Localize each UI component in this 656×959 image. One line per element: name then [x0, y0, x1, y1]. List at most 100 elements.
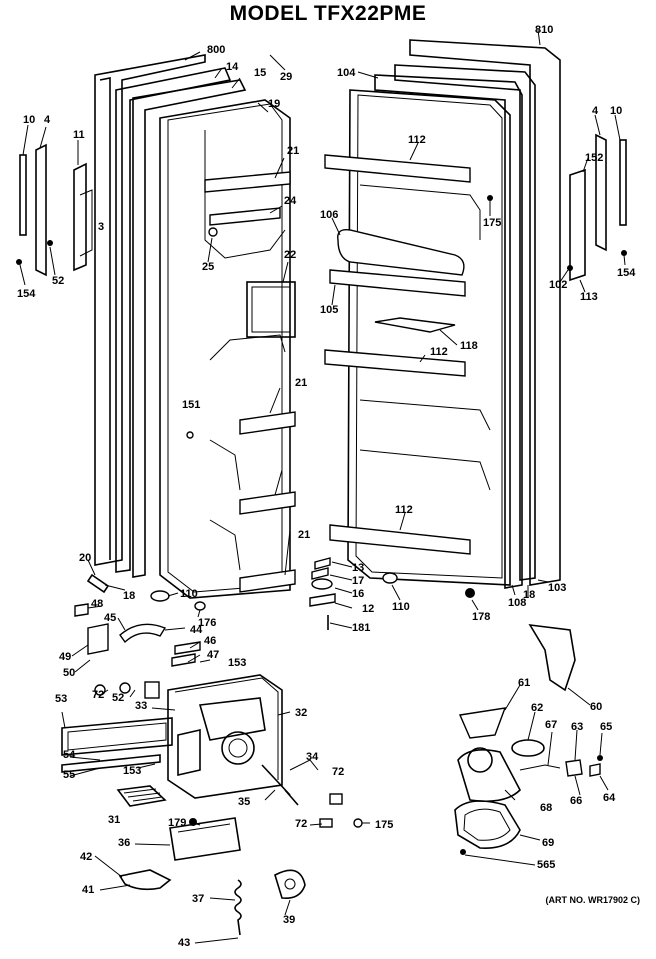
callout-46: 46 — [204, 635, 217, 647]
callout-29: 29 — [280, 71, 293, 83]
callout-15: 15 — [254, 67, 267, 79]
callout-68: 68 — [540, 802, 553, 814]
callout-103: 103 — [548, 582, 567, 594]
callout-3: 3 — [98, 221, 105, 233]
callout-37: 37 — [192, 893, 205, 905]
callout-112-bottom: 112 — [395, 504, 413, 516]
callout-21-mid: 21 — [295, 377, 308, 389]
callout-800: 800 — [207, 44, 226, 56]
fresh-food-door-liner — [324, 89, 511, 586]
misc-small-parts — [86, 557, 475, 630]
callout-61: 61 — [518, 677, 531, 689]
callout-175-right: 175 — [483, 217, 502, 229]
callout-181: 181 — [352, 622, 371, 634]
callout-565: 565 — [537, 859, 556, 871]
callout-52: 52 — [112, 692, 125, 704]
callout-102: 102 — [549, 279, 568, 291]
callout-152-left: 52 — [52, 275, 65, 287]
freezer-door-liner — [159, 99, 296, 599]
fresh-food-hinge-parts — [567, 133, 627, 282]
callout-72-left: 72 — [92, 689, 105, 701]
callout-153-top: 153 — [228, 657, 247, 669]
callout-44: 44 — [190, 624, 203, 636]
callout-108: 108 — [508, 597, 527, 609]
callout-53: 53 — [55, 693, 68, 705]
callout-72-mid: 72 — [332, 766, 345, 778]
callout-47: 47 — [207, 649, 220, 661]
callout-25: 25 — [202, 261, 215, 273]
callout-112-top: 112 — [408, 134, 426, 146]
callout-810: 810 — [535, 24, 554, 36]
callout-153-bottom: 153 — [123, 765, 142, 777]
callout-21-top: 21 — [287, 145, 300, 157]
callout-33: 33 — [135, 700, 148, 712]
callout-41: 41 — [82, 884, 95, 896]
callout-31: 31 — [108, 814, 121, 826]
callout-178: 178 — [472, 611, 491, 623]
callout-110-left: 110 — [180, 588, 198, 600]
callout-175-bottom: 175 — [375, 819, 394, 831]
callout-4-right: 4 — [592, 105, 599, 117]
callout-55: 55 — [63, 769, 76, 781]
callout-154-right: 154 — [617, 267, 636, 279]
callout-19: 19 — [268, 98, 281, 110]
callout-17: 17 — [352, 575, 365, 587]
callout-34: 34 — [306, 751, 319, 763]
callout-18-right: 18 — [523, 589, 536, 601]
fresh-food-door-outer-shell — [374, 39, 561, 589]
callout-66: 66 — [570, 795, 583, 807]
callout-67: 67 — [545, 719, 558, 731]
callout-20: 20 — [79, 552, 92, 564]
callout-24: 24 — [284, 195, 297, 207]
dispenser-assembly — [61, 603, 363, 936]
callout-54: 54 — [63, 749, 76, 761]
callout-16: 16 — [352, 588, 365, 600]
callout-60: 60 — [590, 701, 603, 713]
callout-118: 118 — [460, 340, 478, 352]
callout-72-right: 72 — [295, 818, 308, 830]
callout-32: 32 — [295, 707, 308, 719]
callout-42: 42 — [80, 851, 93, 863]
callout-152-right: 152 — [585, 152, 604, 164]
callout-10-left: 10 — [23, 114, 36, 126]
callout-65: 65 — [600, 721, 613, 733]
callout-104: 104 — [337, 67, 356, 79]
callout-113: 113 — [580, 291, 598, 303]
callout-64: 64 — [603, 792, 616, 804]
callout-110-right: 110 — [392, 601, 410, 613]
callout-112-mid: 112 — [430, 346, 448, 358]
callout-18-left: 18 — [123, 590, 136, 602]
callout-11: 11 — [73, 129, 85, 141]
callout-50: 50 — [63, 667, 76, 679]
callout-12: 12 — [362, 603, 375, 615]
callout-151: 151 — [182, 399, 201, 411]
callout-154-left: 154 — [17, 288, 36, 300]
evaporator-fan-assembly — [454, 624, 603, 855]
model-title: MODEL TFX22PME — [229, 2, 427, 25]
callout-48: 48 — [91, 598, 104, 610]
callout-21-bottom: 21 — [298, 529, 311, 541]
callout-176: 176 — [198, 617, 217, 629]
callout-105: 105 — [320, 304, 339, 316]
callout-106: 106 — [320, 209, 339, 221]
callout-14: 14 — [226, 61, 239, 73]
callout-62: 62 — [531, 702, 544, 714]
callout-63: 63 — [571, 721, 584, 733]
callout-45: 45 — [104, 612, 117, 624]
callout-13: 13 — [352, 562, 365, 574]
callout-39: 39 — [283, 914, 296, 926]
callout-179: 179 — [168, 817, 187, 829]
callout-35: 35 — [238, 796, 251, 808]
callout-36: 36 — [118, 837, 131, 849]
leader-lines — [19, 29, 626, 944]
callout-49: 49 — [59, 651, 72, 663]
freezer-door-outer-shell — [94, 54, 247, 578]
callout-22: 22 — [284, 249, 297, 261]
freezer-hinge-parts — [16, 143, 93, 277]
callout-4-left: 4 — [44, 114, 51, 126]
callout-10-right: 10 — [610, 105, 623, 117]
art-number: (ART NO. WR17902 C) — [545, 895, 640, 905]
callout-69: 69 — [542, 837, 555, 849]
